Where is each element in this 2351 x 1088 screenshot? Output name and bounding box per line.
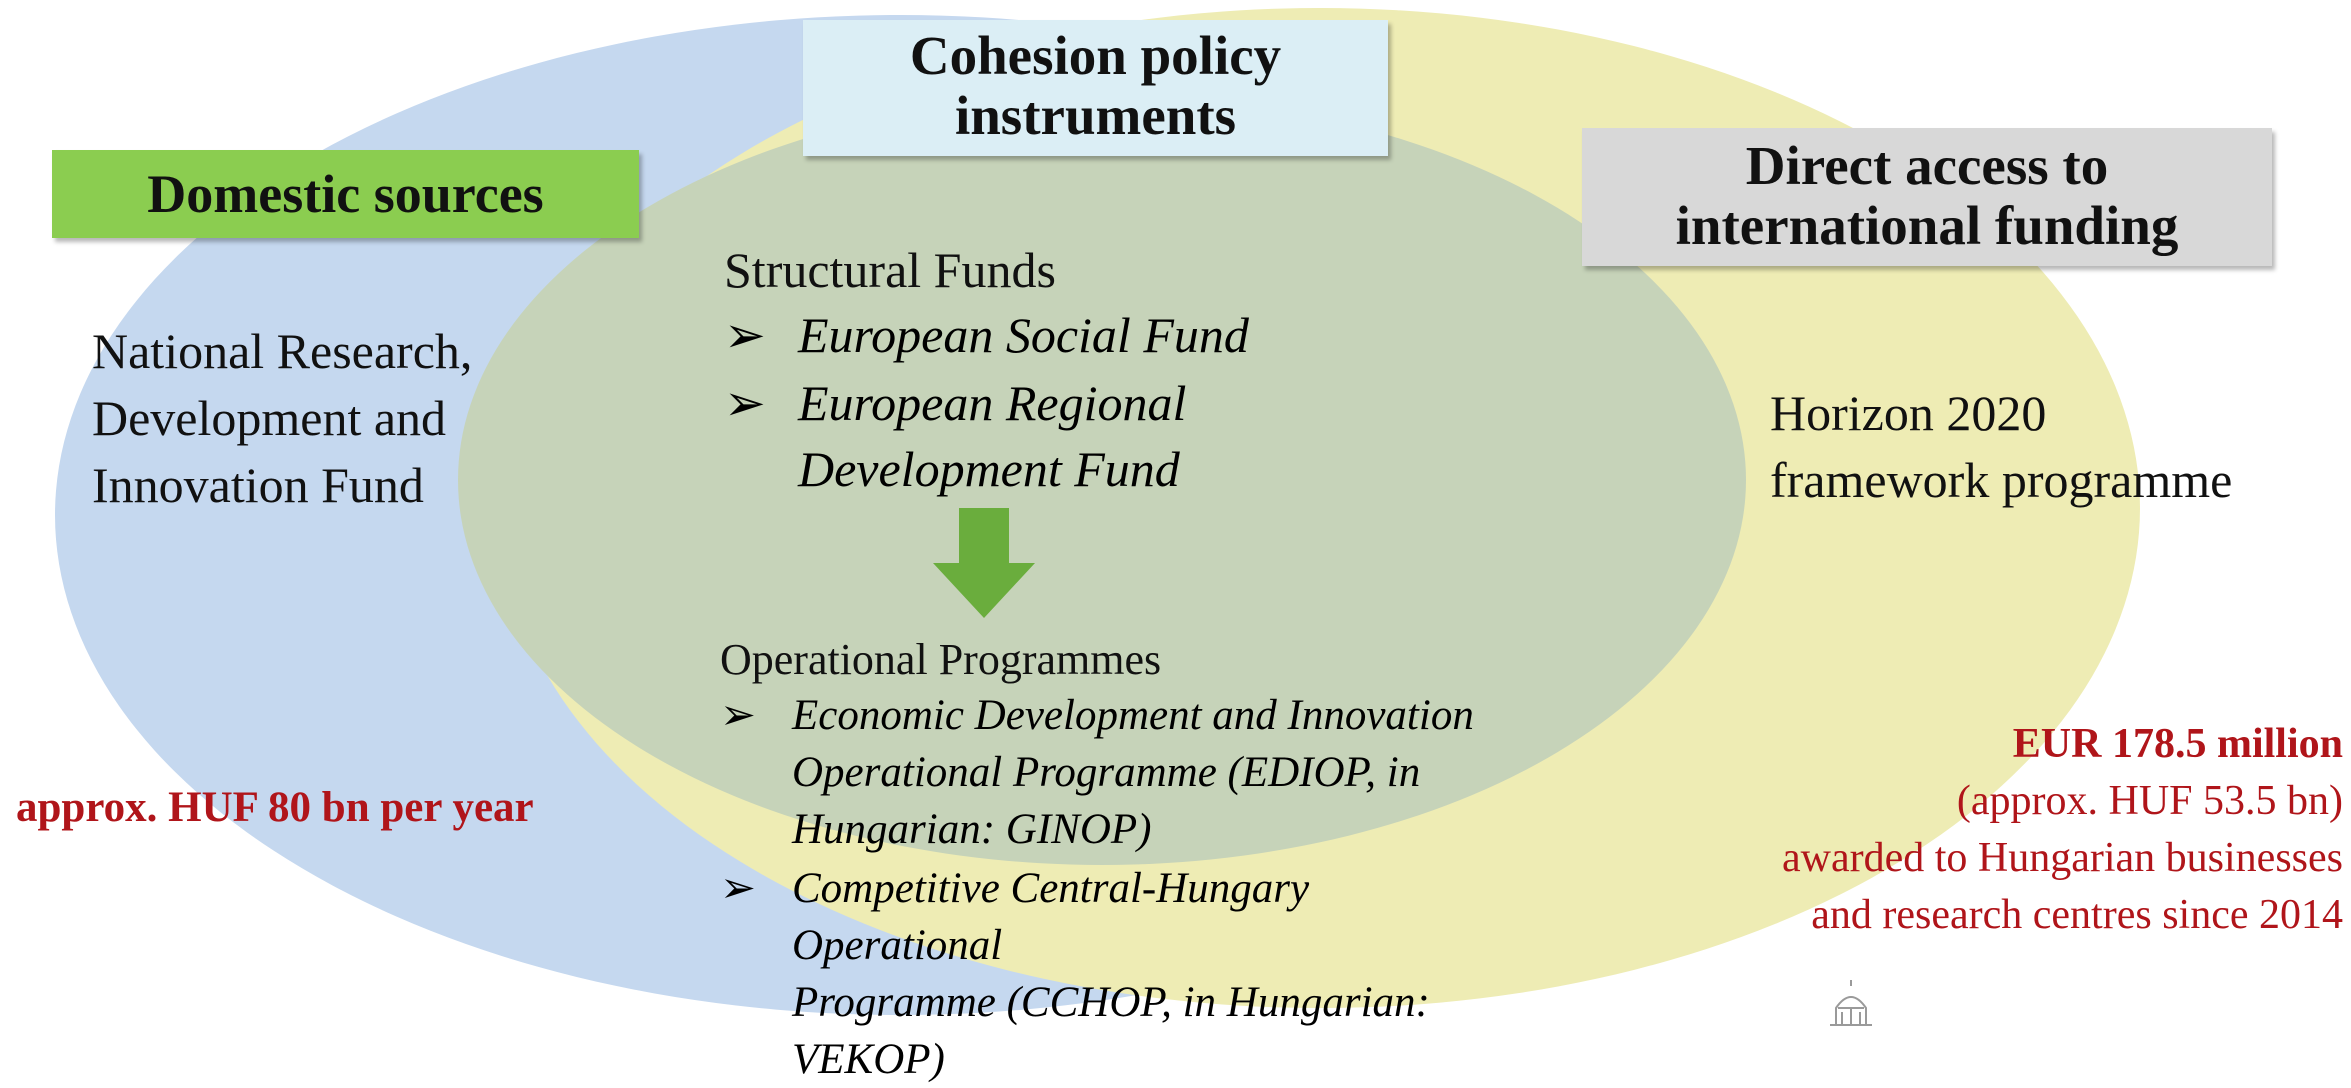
bullet-arrow-icon: ➢: [720, 865, 757, 912]
structural-funds-title: Structural Funds: [724, 242, 1056, 298]
direct-title-line-2: international funding: [1675, 195, 2179, 256]
structural-fund-item: ➢ European Social Fund: [724, 302, 1268, 368]
cohesion-overlap-region: [458, 95, 1746, 865]
bullet-arrow-icon: ➢: [720, 692, 757, 739]
horizon-2020-text: Horizon 2020 framework programme: [1770, 380, 2330, 514]
structural-fund-item-text: European Regional Development Fund: [798, 375, 1187, 497]
domestic-sources-title: Domestic sources: [147, 164, 544, 224]
eur-detail-line-3: and research centres since 2014: [1811, 892, 2343, 938]
cohesion-title-line-2: instruments: [954, 85, 1237, 146]
nrdi-line-2: Development and: [92, 390, 447, 446]
operational-programme-item-text: Economic Development and Innovation Oper…: [792, 692, 1474, 853]
parliament-dome-logo-icon: [1830, 980, 1872, 1026]
eur-detail-line-1: (approx. HUF 53.5 bn): [1956, 778, 2343, 824]
eur-detail-line-2: awarded to Hungarian businesses: [1781, 835, 2343, 881]
domestic-amount: approx. HUF 80 bn per year: [16, 784, 534, 831]
direct-access-header: Direct access to international funding: [1582, 128, 2272, 266]
operational-programme-item: ➢ Competitive Central-Hungary Operationa…: [720, 860, 1520, 1088]
horizon-line-1: Horizon 2020: [1770, 385, 2047, 441]
domestic-sources-header: Domestic sources: [52, 150, 639, 238]
eur-amount: EUR 178.5 million: [2012, 721, 2343, 767]
structural-fund-item: ➢ European Regional Development Fund: [724, 370, 1268, 502]
horizon-line-2: framework programme: [1770, 452, 2233, 508]
international-amount-block: EUR 178.5 million (approx. HUF 53.5 bn) …: [1583, 716, 2343, 944]
operational-programmes-title: Operational Programmes: [720, 635, 1162, 684]
nrdi-fund-text: National Research, Development and Innov…: [92, 318, 572, 519]
direct-title-line-1: Direct access to: [1745, 135, 2109, 196]
operational-programme-item-text: Competitive Central-Hungary Operational …: [792, 865, 1430, 1083]
nrdi-line-3: Innovation Fund: [92, 457, 424, 513]
green-down-arrow-icon: [933, 508, 1035, 618]
cohesion-policy-header: Cohesion policy instruments: [803, 20, 1388, 156]
bullet-arrow-icon: ➢: [724, 375, 766, 431]
cohesion-title-line-1: Cohesion policy: [909, 25, 1282, 86]
structural-fund-item-text: European Social Fund: [798, 307, 1249, 363]
nrdi-line-1: National Research,: [92, 323, 473, 379]
operational-programme-item: ➢ Economic Development and Innovation Op…: [720, 687, 1520, 858]
bullet-arrow-icon: ➢: [724, 307, 766, 363]
